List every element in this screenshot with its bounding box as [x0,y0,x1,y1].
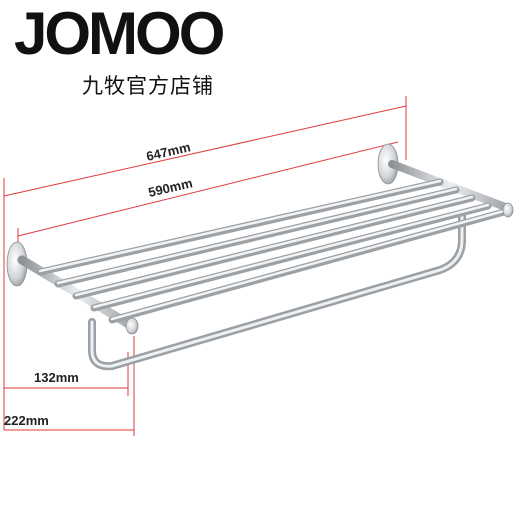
dim-590-line [17,141,399,237]
shelf-rails [36,178,508,324]
dimension-lines [3,96,407,436]
shop-name: 九牧官方店铺 [82,74,214,98]
arm-end-cap-right [502,202,514,218]
dim-647-line [3,105,407,197]
brand-logo: JOMOO [14,0,225,67]
towel-rack [6,143,514,371]
dim-label-depth-upper: 132mm [34,370,79,385]
support-arm-right [388,160,512,212]
arm-end-cap-left [125,317,139,335]
dim-label-depth-total: 222mm [4,413,49,428]
